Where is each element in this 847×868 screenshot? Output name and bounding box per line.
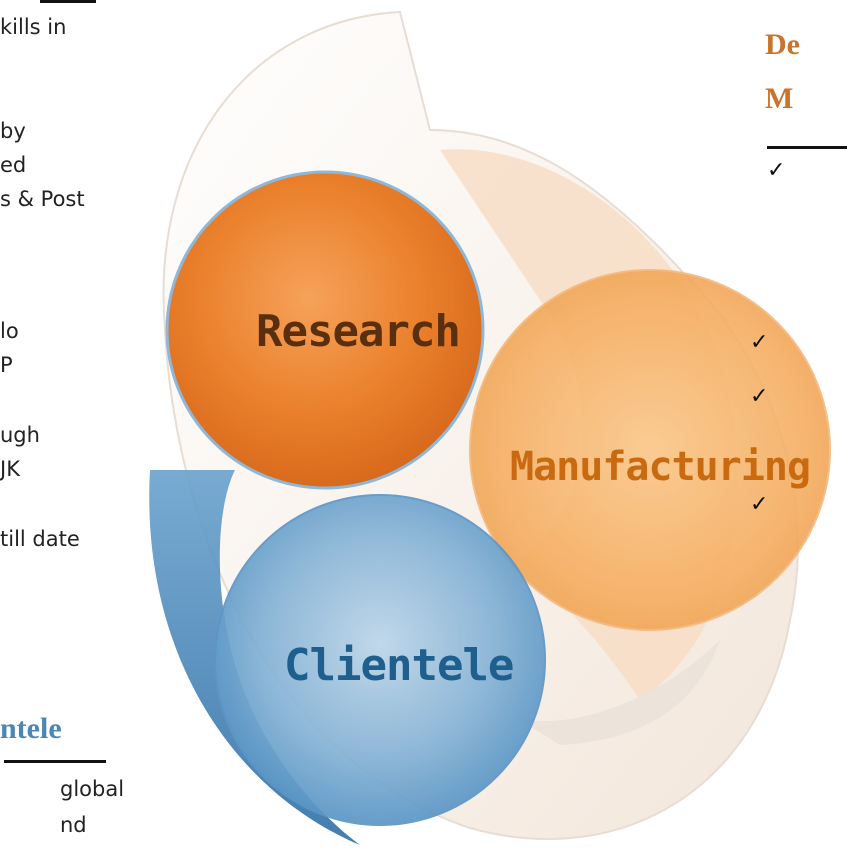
left-text-line-2: by [0, 119, 26, 143]
checkmark-icon: ✓ [750, 384, 769, 409]
clientele-heading-underline [4, 760, 106, 763]
right-heading-line-2: M [765, 82, 794, 115]
swirl-shadow [520, 640, 720, 745]
left-text-line-5: lo [0, 319, 19, 343]
right-heading-underline [767, 146, 847, 149]
research-circle [165, 170, 485, 490]
checkmark-icon: ✓ [767, 158, 786, 183]
clientele-label: Clientele [284, 640, 514, 691]
right-heading-line-1: De [765, 28, 800, 61]
checkmark-icon: ✓ [750, 330, 769, 355]
left-text-line-3: ed [0, 153, 27, 177]
checkmark-icon: ✓ [750, 492, 769, 517]
left-top-divider [40, 0, 96, 3]
left-text-line-9: till date [0, 527, 80, 551]
left-text-line-4: s & Post [0, 187, 85, 211]
manufacturing-label: Manufacturing [510, 444, 811, 490]
research-label: Research [256, 306, 461, 357]
clientele-circle [214, 494, 546, 826]
bottom-text-line-2: nd [60, 813, 87, 837]
left-text-line-1: kills in [0, 15, 67, 39]
clientele-heading: ntele [0, 712, 62, 745]
bottom-text-line-1: global [60, 777, 125, 801]
swirl-blue [149, 470, 360, 845]
left-text-line-7: ugh [0, 423, 40, 447]
left-text-line-6: P [0, 353, 13, 377]
left-text-line-8: JK [0, 457, 20, 481]
manufacturing-circle [469, 269, 831, 631]
